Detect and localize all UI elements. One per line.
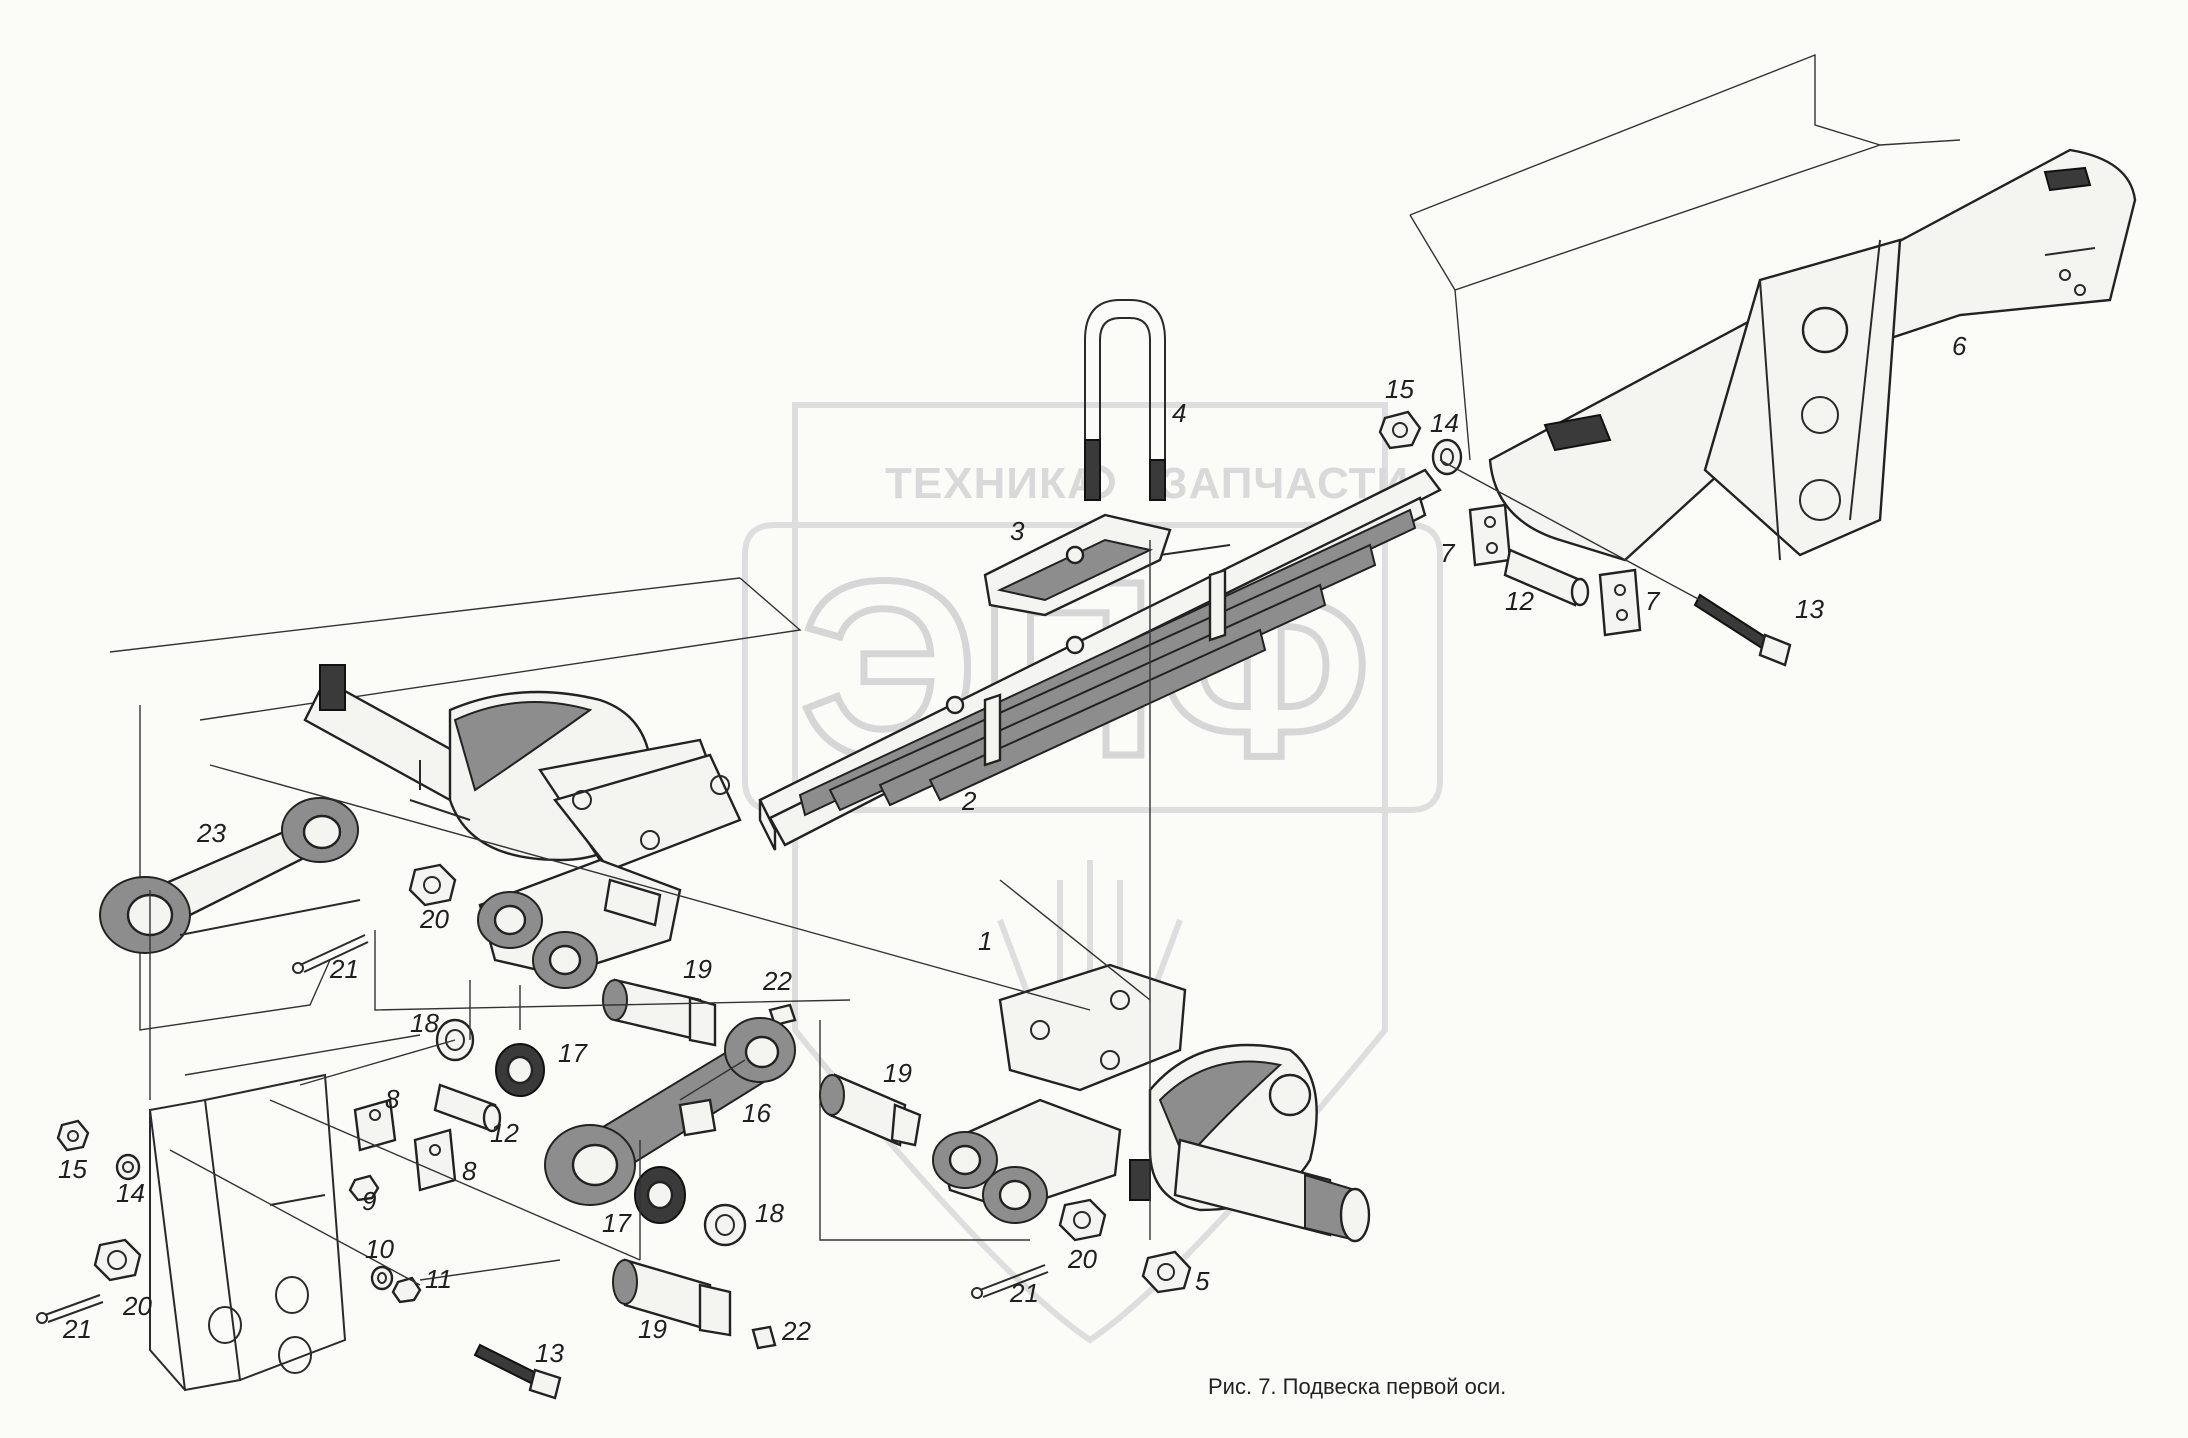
label-14b: 14 bbox=[116, 1178, 145, 1208]
label-22a: 22 bbox=[762, 966, 792, 996]
label-14a: 14 bbox=[1430, 408, 1459, 438]
label-23: 23 bbox=[196, 818, 226, 848]
frame-rail-right bbox=[1409, 53, 1961, 461]
label-1: 1 bbox=[978, 926, 992, 956]
nut-9 bbox=[348, 1174, 380, 1202]
label-15a: 15 bbox=[1385, 374, 1414, 404]
label-6: 6 bbox=[1952, 331, 1967, 361]
label-18a: 18 bbox=[410, 1008, 439, 1038]
seal-17-lower bbox=[634, 1166, 686, 1224]
spring-bracket-6 bbox=[1488, 148, 2137, 562]
label-22b: 22 bbox=[781, 1316, 811, 1346]
label-13a: 13 bbox=[1795, 594, 1824, 624]
bushing-18-lower bbox=[703, 1203, 747, 1247]
nut-15-lower bbox=[56, 1119, 90, 1152]
washer-14-top bbox=[1431, 438, 1463, 476]
label-11: 11 bbox=[425, 1264, 452, 1294]
label-20b: 20 bbox=[1067, 1244, 1097, 1274]
label-3: 3 bbox=[1010, 516, 1025, 546]
label-10: 10 bbox=[365, 1234, 394, 1264]
pin-19-lower bbox=[612, 1258, 732, 1337]
bolt-13-top bbox=[1693, 593, 1792, 667]
left-frame bbox=[109, 577, 802, 1392]
label-8b: 8 bbox=[462, 1156, 477, 1186]
cotter-pin-21-right bbox=[971, 1264, 1049, 1299]
bolt-13-lower bbox=[473, 1343, 562, 1400]
bushing-12-lower bbox=[433, 1083, 502, 1133]
reaction-rod-23 bbox=[99, 797, 361, 954]
label-19c: 19 bbox=[638, 1314, 667, 1344]
axle-hub-left bbox=[303, 664, 742, 872]
nut-11 bbox=[391, 1276, 422, 1304]
assembly-lines bbox=[149, 459, 1701, 1286]
label-19b: 19 bbox=[883, 1058, 912, 1088]
plates-7-top bbox=[1468, 503, 1642, 637]
label-20c: 20 bbox=[122, 1291, 152, 1321]
nut-15-top bbox=[1378, 410, 1422, 450]
figure-caption: Рис. 7. Подвеска первой оси. bbox=[1208, 1374, 1507, 1399]
label-16: 16 bbox=[742, 1098, 771, 1128]
label-4: 4 bbox=[1172, 398, 1186, 428]
cotter-pin-21-lower bbox=[36, 1294, 104, 1324]
axle-hub-right bbox=[998, 963, 1371, 1243]
spring-pad-3 bbox=[983, 513, 1172, 617]
nut-20-upper bbox=[408, 863, 457, 907]
label-5: 5 bbox=[1195, 1266, 1210, 1296]
nut-5 bbox=[1141, 1250, 1192, 1294]
label-7b: 7 bbox=[1645, 586, 1661, 616]
washer-10 bbox=[370, 1265, 394, 1291]
label-21b: 21 bbox=[1009, 1278, 1039, 1308]
label-2: 2 bbox=[961, 786, 977, 816]
label-15b: 15 bbox=[58, 1154, 87, 1184]
pin-19-upper bbox=[602, 978, 717, 1047]
spring-shackle-lower bbox=[932, 1098, 1122, 1224]
washer-14-lower bbox=[115, 1153, 141, 1181]
cotter-pin-21-upper bbox=[292, 934, 369, 974]
grease-fitting-22-lower bbox=[751, 1325, 777, 1350]
label-8a: 8 bbox=[385, 1084, 400, 1114]
nut-20-right bbox=[1058, 1198, 1107, 1242]
label-12b: 12 bbox=[490, 1118, 519, 1148]
label-20a: 20 bbox=[419, 904, 449, 934]
label-21c: 21 bbox=[62, 1314, 92, 1344]
label-12a: 12 bbox=[1505, 586, 1534, 616]
watermark-left-text: ТЕХНИКА bbox=[885, 459, 1100, 508]
u-bolt-4 bbox=[1084, 299, 1166, 501]
bushing-12-top bbox=[1503, 548, 1590, 607]
label-17a: 17 bbox=[558, 1038, 588, 1068]
label-9: 9 bbox=[362, 1186, 376, 1216]
label-18b: 18 bbox=[755, 1198, 784, 1228]
label-17b: 17 bbox=[602, 1208, 632, 1238]
nut-20-lower bbox=[93, 1238, 142, 1282]
label-21a: 21 bbox=[329, 954, 359, 984]
label-7a: 7 bbox=[1440, 538, 1456, 568]
part-labels: 1 2 3 4 5 6 7 7 8 8 9 10 11 12 12 13 13 … bbox=[58, 331, 1967, 1368]
seal-17-upper bbox=[495, 1043, 545, 1097]
label-19a: 19 bbox=[683, 954, 712, 984]
label-13b: 13 bbox=[535, 1338, 564, 1368]
spring-shackle-upper bbox=[477, 858, 682, 989]
leaf-spring-2 bbox=[758, 468, 1442, 851]
pin-19-middle bbox=[819, 1073, 922, 1147]
